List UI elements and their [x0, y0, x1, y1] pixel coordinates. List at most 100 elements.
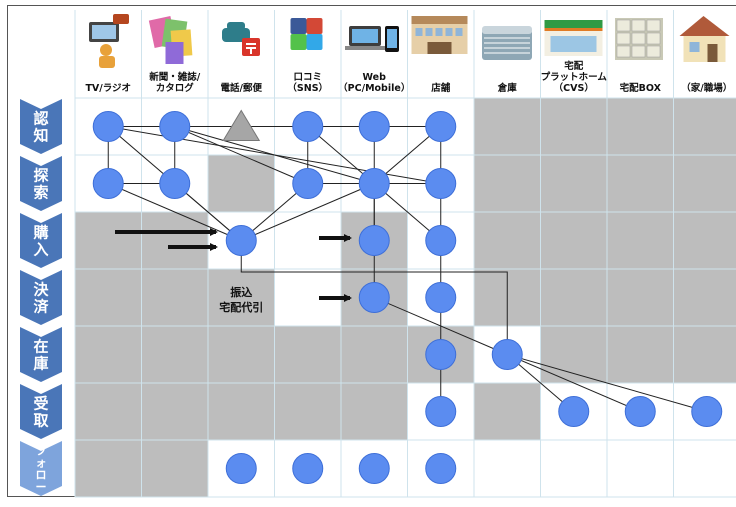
payment-note: 振込: [230, 285, 252, 299]
blocked-cell: [673, 98, 736, 155]
connector-line: [507, 354, 707, 412]
blocked-cell: [75, 326, 142, 383]
stage-label: ォ: [36, 456, 47, 469]
blocked-cell: [673, 155, 736, 212]
channel-node: [425, 282, 457, 313]
blocked-cell: [208, 155, 275, 212]
stage-label: 購: [32, 223, 48, 241]
blocked-cell: [607, 212, 674, 269]
channel-node: [491, 339, 523, 370]
stage-arrow: [20, 99, 62, 154]
blocked-cell: [75, 383, 142, 440]
stage-label: 認: [33, 109, 48, 127]
stage-arrow: [20, 270, 62, 325]
blocked-cell: [341, 326, 408, 383]
blocked-cell: [607, 98, 674, 155]
column-label: （CVS）: [554, 82, 594, 94]
stage-label: 知: [33, 126, 48, 144]
blocked-cell: [540, 212, 607, 269]
blocked-cell: [474, 155, 541, 212]
blocked-cell: [341, 383, 408, 440]
blocked-cell: [75, 269, 142, 326]
column-label: カタログ: [156, 82, 195, 94]
connector-line: [241, 183, 375, 241]
sns-icon: [290, 18, 323, 50]
channel-node: [425, 396, 457, 427]
blocked-cell: [75, 440, 142, 497]
column-label: 店舗: [431, 82, 451, 94]
channel-node: [358, 225, 390, 256]
connector-line: [240, 240, 508, 355]
channel-node: [358, 453, 390, 484]
column-label: （PC/Mobile）: [338, 82, 410, 94]
column-label: 口コミ: [293, 72, 322, 83]
phone-post-icon: [222, 22, 260, 56]
blocked-cell: [540, 269, 607, 326]
stage-label: 受: [33, 394, 48, 412]
channel-node: [225, 453, 257, 484]
open-cell: [474, 440, 541, 497]
blocked-cell: [474, 383, 541, 440]
channel-node: [425, 168, 457, 199]
convenience-store-icon: [544, 20, 603, 56]
stage-label: 索: [33, 183, 48, 201]
column-label: 宅配: [564, 60, 584, 72]
column-label: 倉庫: [497, 82, 518, 94]
channel-node: [358, 111, 390, 142]
blocked-cell: [540, 326, 607, 383]
channel-node: [159, 168, 191, 199]
blocked-cell: [607, 326, 674, 383]
column-label: Web: [363, 72, 387, 83]
channel-node: [159, 111, 191, 142]
channel-node: [92, 168, 124, 199]
column-label: TV/ラジオ: [85, 83, 131, 94]
blocked-cell: [474, 98, 541, 155]
blocked-cell: [607, 155, 674, 212]
channel-node: [425, 111, 457, 142]
open-cell: [673, 440, 736, 497]
stage-label: 入: [33, 240, 48, 258]
stage-label: 決: [33, 280, 49, 298]
channel-node: [691, 396, 723, 427]
blocked-cell: [208, 326, 275, 383]
channel-node: [358, 282, 390, 313]
channel-node: [425, 339, 457, 370]
delivery-box-icon: [615, 18, 663, 60]
house-icon: [679, 16, 730, 62]
channel-node: [292, 111, 324, 142]
connector-line: [108, 183, 242, 241]
channel-node: [425, 225, 457, 256]
store-icon: [411, 16, 468, 54]
open-cell: [540, 440, 607, 497]
channel-node: [292, 168, 324, 199]
open-cell: [274, 212, 341, 269]
warehouse-icon: [482, 26, 532, 60]
stage-label: 済: [33, 297, 49, 315]
blocked-cell: [208, 269, 275, 326]
channel-node: [425, 453, 457, 484]
blocked-cell: [474, 212, 541, 269]
blocked-cell: [141, 269, 208, 326]
stage-label: 探: [33, 166, 48, 184]
open-cell: [607, 440, 674, 497]
blocked-cell: [540, 98, 607, 155]
blocked-cell: [141, 383, 208, 440]
blocked-cell: [607, 269, 674, 326]
connector-line: [507, 354, 641, 412]
blocked-cell: [141, 440, 208, 497]
stage-label: 在: [33, 337, 48, 355]
connector-line: [174, 126, 375, 184]
blocked-cell: [673, 269, 736, 326]
blocked-cell: [208, 383, 275, 440]
payment-note: 宅配代引: [219, 300, 263, 314]
stage-arrow: [20, 384, 62, 439]
stage-arrow: [20, 213, 62, 268]
channel-node: [225, 225, 257, 256]
blocked-cell: [141, 326, 208, 383]
pc-mobile-icon: [345, 26, 399, 52]
stage-label: 取: [33, 411, 49, 429]
stage-label: ロ: [36, 468, 47, 481]
column-label: 新聞・雑誌/: [149, 71, 201, 83]
stage-arrow: [20, 156, 62, 211]
